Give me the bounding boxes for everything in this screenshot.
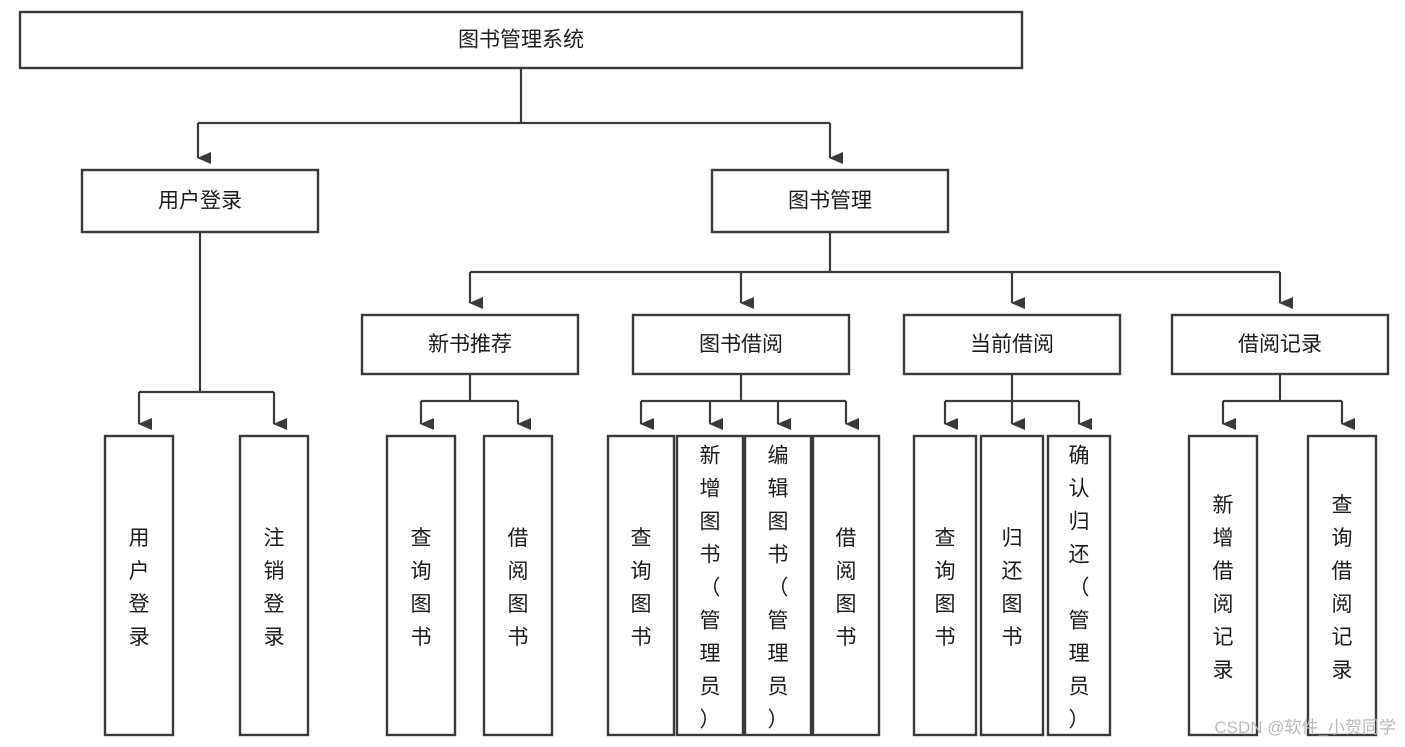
level3-node-0[interactable]: 新书推荐 [360,313,580,376]
leaf-node-8-box[interactable] [912,434,978,737]
leaf-node-10-box[interactable] [1046,434,1112,737]
leaf-node-6[interactable]: 编辑图书（管理员） [743,434,813,737]
leaf-node-1-label: 注销登录 [264,527,285,649]
leaf-node-12-box[interactable] [1306,434,1378,737]
level3-node-1-box[interactable] [631,313,851,376]
leaf-node-9[interactable]: 归还图书 [979,434,1045,737]
level2-node-1[interactable]: 图书管理 [710,168,950,234]
leaf-node-5[interactable]: 新增图书（管理员） [675,434,745,737]
level3-node-2[interactable]: 当前借阅 [902,313,1122,376]
level3-node-3[interactable]: 借阅记录 [1170,313,1390,376]
level2-node-1-label: 图书管理 [788,190,872,213]
leaf-node-3[interactable]: 借阅图书 [482,434,554,737]
leaf-node-12-label: 查询借阅记录 [1332,494,1353,682]
leaf-node-12[interactable]: 查询借阅记录 [1306,434,1378,737]
level2-node-0-box[interactable] [80,168,320,234]
root-node-book-management-system-box[interactable] [18,10,1024,70]
level3-node-0-box[interactable] [360,313,580,376]
leaf-node-1[interactable]: 注销登录 [238,434,310,737]
leaf-node-4-label: 查询图书 [631,527,652,649]
level3-node-3-label: 借阅记录 [1238,333,1322,356]
level3-node-0-label: 新书推荐 [428,333,512,356]
leaf-node-6-box[interactable] [743,434,813,737]
leaf-node-0[interactable]: 用户登录 [103,434,175,737]
leaf-node-1-box[interactable] [238,434,310,737]
leaf-node-4-box[interactable] [606,434,676,737]
leaf-node-2-box[interactable] [385,434,457,737]
leaf-node-11-label: 新增借阅记录 [1213,494,1234,682]
leaf-node-11-box[interactable] [1187,434,1259,737]
leaf-node-5-label: 新增图书（管理员） [700,445,721,732]
leaf-node-3-box[interactable] [482,434,554,737]
leaf-node-8-label: 查询图书 [935,527,956,649]
leaf-node-7-box[interactable] [811,434,881,737]
root-node-book-management-system[interactable]: 图书管理系统 [18,10,1024,70]
leaf-node-0-label: 用户登录 [129,527,150,649]
leaf-node-9-box[interactable] [979,434,1045,737]
nodes-layer: 图书管理系统用户登录图书管理新书推荐图书借阅当前借阅借阅记录用户登录注销登录查询… [18,10,1390,737]
leaf-node-3-label: 借阅图书 [508,527,529,649]
leaf-node-5-box[interactable] [675,434,745,737]
connector-layer [137,68,1355,430]
level3-node-1-label: 图书借阅 [699,333,783,356]
root-node-book-management-system-label: 图书管理系统 [458,29,584,52]
leaf-node-2-label: 查询图书 [411,527,432,649]
leaf-node-10[interactable]: 确认归还（管理员） [1046,434,1112,737]
leaf-node-7[interactable]: 借阅图书 [811,434,881,737]
leaf-node-11[interactable]: 新增借阅记录 [1187,434,1259,737]
leaf-node-2[interactable]: 查询图书 [385,434,457,737]
leaf-node-4[interactable]: 查询图书 [606,434,676,737]
level2-node-0-label: 用户登录 [158,190,242,213]
level2-node-0[interactable]: 用户登录 [80,168,320,234]
leaf-node-9-label: 归还图书 [1002,527,1023,649]
leaf-node-6-label: 编辑图书（管理员） [768,445,789,732]
level2-node-1-box[interactable] [710,168,950,234]
csdn-watermark: CSDN @软件_小贺同学 [1214,718,1396,737]
leaf-node-7-label: 借阅图书 [836,527,857,649]
leaf-node-10-label: 确认归还（管理员） [1069,445,1090,732]
leaf-node-0-box[interactable] [103,434,175,737]
leaf-node-8[interactable]: 查询图书 [912,434,978,737]
level3-node-1[interactable]: 图书借阅 [631,313,851,376]
level3-node-3-box[interactable] [1170,313,1390,376]
level3-node-2-label: 当前借阅 [970,333,1054,356]
level3-node-2-box[interactable] [902,313,1122,376]
